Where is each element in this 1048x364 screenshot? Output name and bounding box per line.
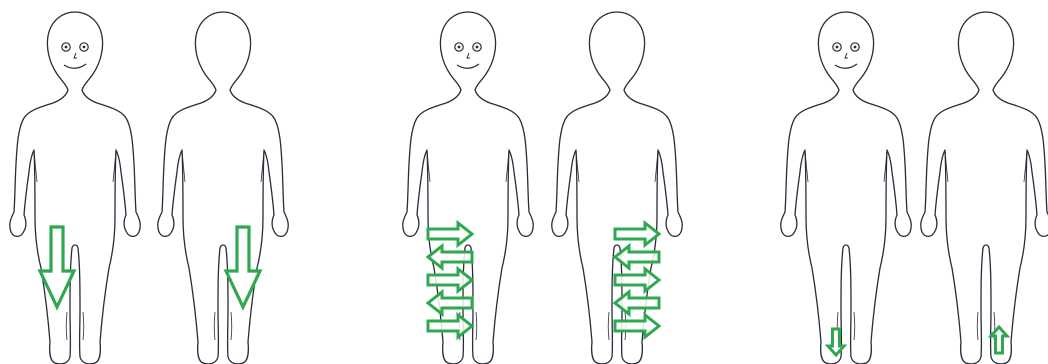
left-pupil	[458, 46, 461, 49]
body-outline	[781, 12, 911, 364]
figure-4-back	[552, 12, 682, 364]
figure-5-front	[781, 12, 911, 364]
right-pupil	[476, 46, 479, 49]
body-outline	[552, 12, 682, 364]
body-outline	[921, 12, 1048, 364]
body-outline	[158, 12, 288, 364]
arrow-group	[428, 223, 472, 337]
left-pupil	[65, 46, 68, 49]
figure-2-back	[158, 12, 288, 364]
figure-6-back	[921, 12, 1048, 364]
right-pupil	[83, 46, 86, 49]
body-outline	[10, 12, 140, 364]
arrow-group	[615, 223, 659, 337]
left-pupil	[836, 46, 839, 49]
figure-3-front	[403, 12, 533, 364]
right-pupil	[854, 46, 857, 49]
figure-1-front	[10, 12, 140, 364]
body-outline	[403, 12, 533, 364]
